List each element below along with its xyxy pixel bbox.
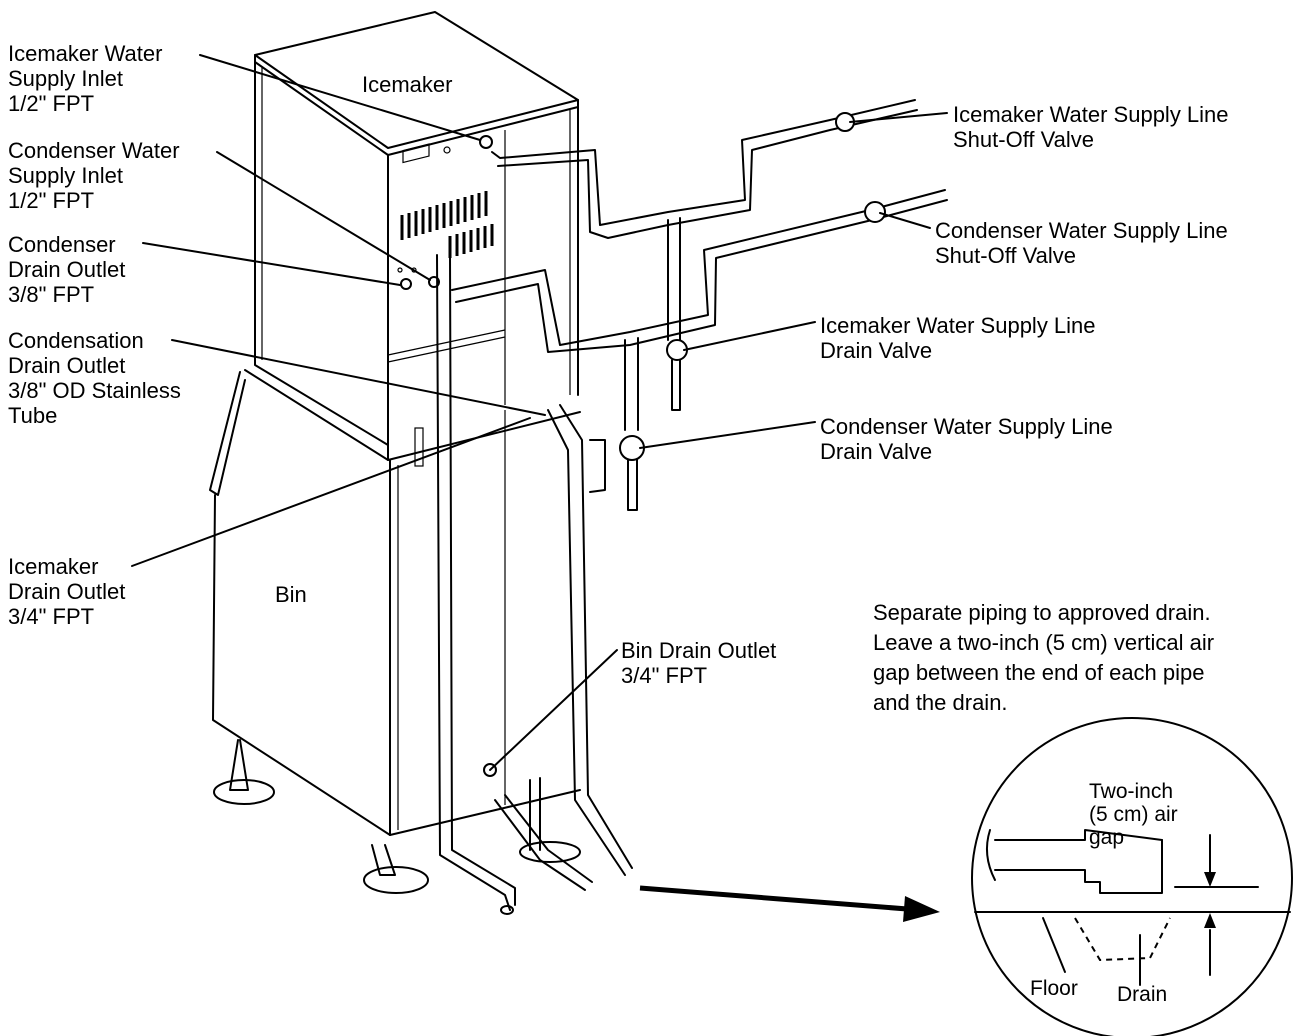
label-air-gap: Two-inch (5 cm) air gap (1089, 780, 1178, 849)
leader-lines (131, 54, 948, 771)
label-icemaker-drain-outlet: Icemaker Drain Outlet 3/4" FPT (8, 554, 126, 629)
water-supply-piping (451, 99, 948, 511)
label-condenser-supply-drain-valve: Condenser Water Supply Line Drain Valve (820, 414, 1113, 464)
label-condenser-supply-shutoff: Condenser Water Supply Line Shut-Off Val… (935, 218, 1228, 268)
air-gap-note: Separate piping to approved drain. Leave… (873, 600, 1215, 715)
label-drain: Drain (1117, 983, 1168, 1006)
label-bin-drain-outlet: Bin Drain Outlet 3/4" FPT (621, 638, 777, 688)
drain-piping (436, 254, 633, 915)
label-condenser-water-supply-inlet: Condenser Water Supply Inlet 1/2" FPT (8, 138, 180, 213)
label-floor: Floor (1030, 977, 1078, 1000)
label-condenser-drain-outlet: Condenser Drain Outlet 3/8" FPT (8, 232, 126, 307)
bin-title: Bin (275, 582, 307, 607)
label-condensation-drain-outlet: Condensation Drain Outlet 3/8" OD Stainl… (8, 328, 181, 428)
label-icemaker-water-supply-inlet: Icemaker Water Supply Inlet 1/2" FPT (8, 41, 163, 116)
air-gap-detail (971, 717, 1293, 1036)
detail-arrow (639, 885, 940, 922)
label-icemaker-supply-drain-valve: Icemaker Water Supply Line Drain Valve (820, 313, 1096, 363)
bin-unit (209, 369, 581, 894)
icemaker-title: Icemaker (362, 72, 453, 97)
icemaker-unit (254, 11, 579, 461)
label-icemaker-supply-shutoff: Icemaker Water Supply Line Shut-Off Valv… (953, 102, 1229, 152)
icemaker-louvers (400, 191, 494, 258)
